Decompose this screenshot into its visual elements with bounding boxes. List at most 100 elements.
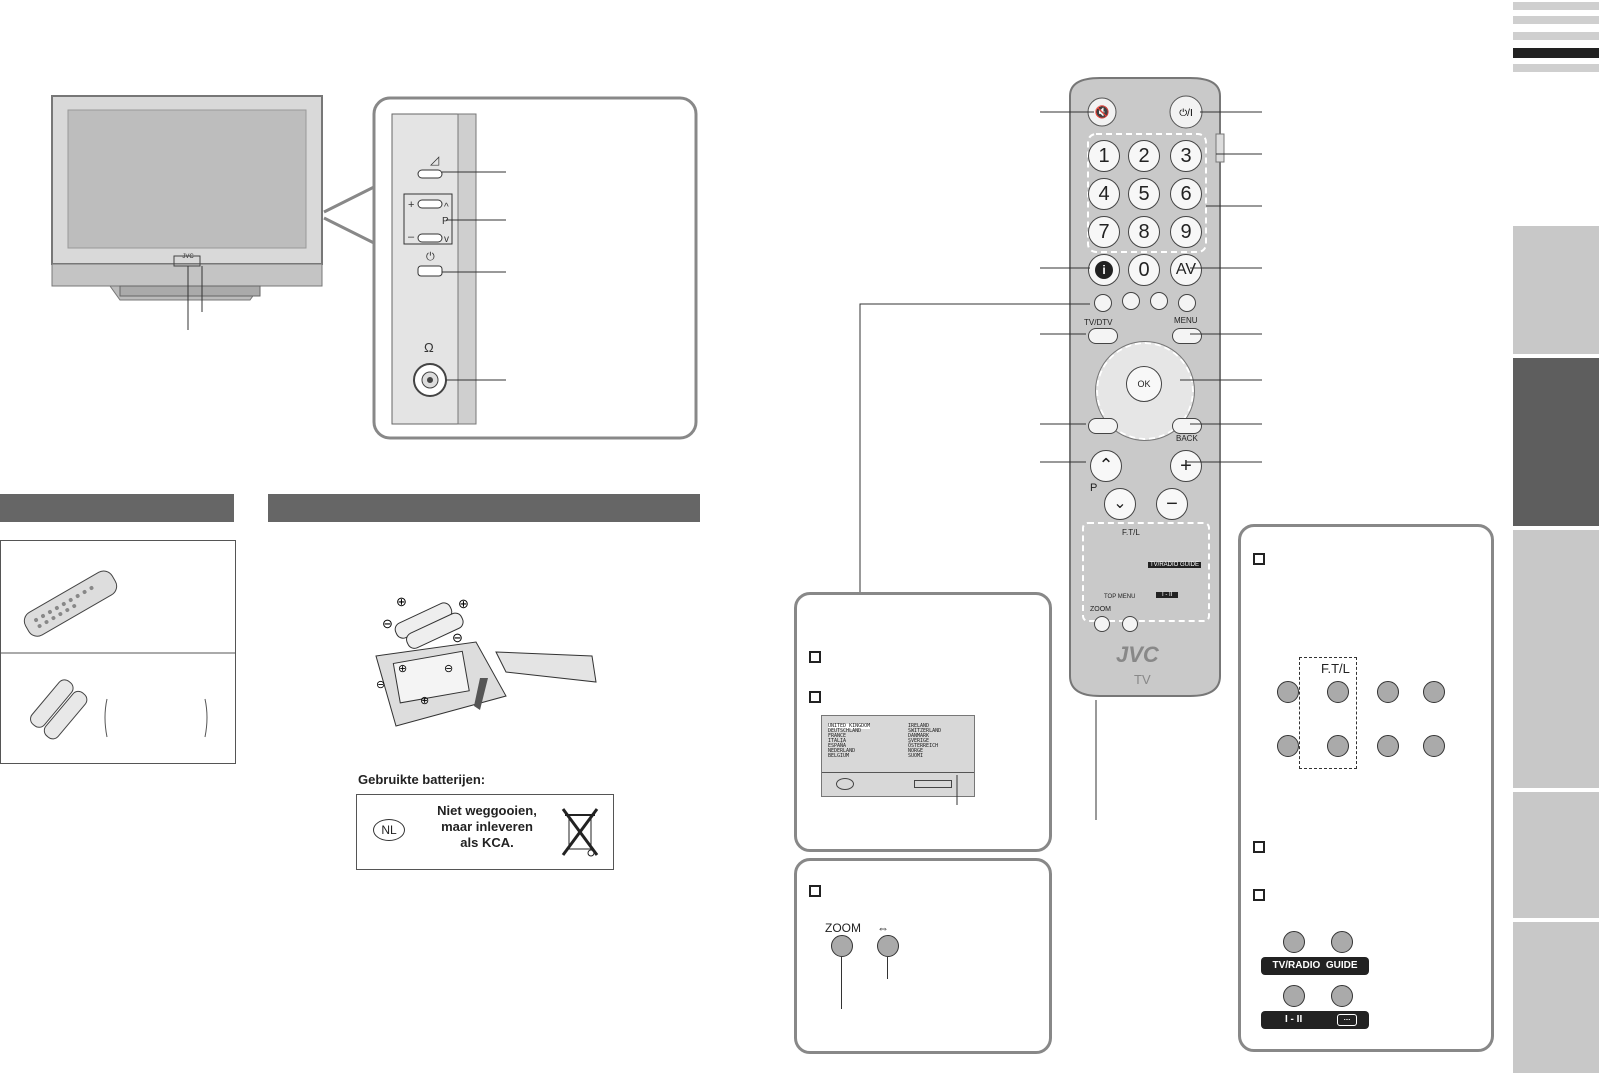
ok-button[interactable]: OK: [1126, 366, 1162, 402]
checkbox-icon: [1253, 841, 1265, 853]
function-block: [1082, 522, 1210, 622]
svg-text:⊖: ⊖: [376, 679, 385, 691]
svg-text:🔇: 🔇: [1095, 105, 1110, 119]
zoom-button[interactable]: [1094, 616, 1110, 632]
dtv-ff-button[interactable]: [1331, 931, 1353, 953]
battery-note-box: NL Niet weggooien, maar inleveren als KC…: [356, 794, 614, 870]
dtv-pause-button[interactable]: [1331, 985, 1353, 1007]
dtv-play-button[interactable]: [1283, 931, 1305, 953]
page-down-button[interactable]: [1277, 735, 1299, 757]
digit-3-button[interactable]: 3: [1170, 140, 1202, 172]
digit-0-button[interactable]: 0: [1128, 254, 1160, 286]
chapter-tab-4[interactable]: [1513, 792, 1599, 918]
remote-accessory-icon: [23, 570, 118, 637]
aspect-button[interactable]: [1122, 616, 1138, 632]
remote-brand-logo: JVC: [1116, 642, 1159, 667]
digit-9-button[interactable]: 9: [1170, 216, 1202, 248]
color-key-strip: [914, 780, 952, 788]
page-index-marks: [1513, 0, 1599, 74]
remote-model-label: TV: [1134, 672, 1151, 687]
digit-4-button[interactable]: 4: [1088, 178, 1120, 210]
back-label: BACK: [1176, 434, 1198, 443]
page-up-button[interactable]: [1277, 681, 1299, 703]
p-up-button[interactable]: ⌃: [1090, 450, 1122, 482]
svg-text:P: P: [442, 216, 449, 227]
digit-2-button[interactable]: 2: [1128, 140, 1160, 172]
p-label: P: [1090, 482, 1098, 494]
stop-button[interactable]: [1377, 735, 1399, 757]
i-ii-label: I - II: [1156, 592, 1179, 598]
info-button[interactable]: i: [1088, 254, 1120, 286]
country-list-left: UNITED KINGDOM DEUTSCHLAND FRANCE ITALIA…: [828, 723, 871, 759]
svg-text:⊖: ⊖: [444, 663, 453, 675]
ftl-panel-label: F.T/L: [1321, 661, 1350, 676]
tv-illustration: JVC: [40, 90, 340, 340]
svg-text:⏻/I: ⏻/I: [1179, 108, 1192, 119]
country-badge: NL: [373, 819, 405, 841]
top-menu-label: TOP MENU: [1104, 594, 1136, 600]
red-button[interactable]: [1094, 294, 1112, 312]
av-button[interactable]: AV: [1170, 254, 1202, 286]
aspect-icon: ⇔: [877, 921, 889, 935]
digit-7-button[interactable]: 7: [1088, 216, 1120, 248]
digit-8-button[interactable]: 8: [1128, 216, 1160, 248]
svg-text:⊕: ⊕: [420, 695, 429, 707]
record-button[interactable]: [1327, 735, 1349, 757]
aspect-panel-button[interactable]: [877, 935, 899, 957]
chapter-tab-2-active[interactable]: [1513, 358, 1599, 526]
svg-text:⊕: ⊕: [396, 594, 407, 609]
svg-text:⊕: ⊕: [398, 663, 407, 675]
subtitle-icon: ....: [1337, 1014, 1357, 1026]
digit-1-button[interactable]: 1: [1088, 140, 1120, 172]
ftl-label: F.T/L: [1122, 528, 1140, 537]
battery-note-heading: Gebruikte batterijen:: [358, 772, 486, 787]
digit-5-button[interactable]: 5: [1128, 178, 1160, 210]
svg-text:⊖: ⊖: [452, 630, 463, 645]
vol-down-button[interactable]: −: [1156, 488, 1188, 520]
tv-dtv-button[interactable]: [1088, 328, 1118, 344]
country-list-right: IRELAND SWITZERLAND DANMARK SVERIGE ÖSTE…: [908, 723, 942, 759]
crossed-bin-icon: [561, 808, 599, 857]
tv-side-panel-callout: ◿ + ^ P – v ⏻ Ω: [320, 96, 700, 442]
zoom-panel: ZOOM ⇔: [794, 858, 1052, 1054]
vol-up-button[interactable]: +: [1170, 450, 1202, 482]
chapter-tab-1[interactable]: [1513, 226, 1599, 354]
info-icon: i: [1095, 261, 1113, 279]
p-down-button[interactable]: ⌄: [1104, 488, 1136, 520]
accessories-table: [0, 540, 236, 764]
svg-text:⏻: ⏻: [426, 251, 435, 263]
checkbox-icon: [809, 885, 821, 897]
battery-note-text: Niet weggooien, maar inleveren als KCA.: [437, 803, 537, 850]
nav-hint-icon: [836, 778, 854, 790]
section-bar-accessories: [0, 494, 234, 522]
battery-insertion-illustration: ⊕ ⊕ ⊖ ⊖ ⊕ ⊖ ⊖ ⊕: [356, 586, 606, 736]
yellow-button[interactable]: [1150, 292, 1168, 310]
chapter-tab-5[interactable]: [1513, 922, 1599, 1073]
play-button[interactable]: [1377, 681, 1399, 703]
fast-forward-button[interactable]: [1423, 681, 1445, 703]
digit-6-button[interactable]: 6: [1170, 178, 1202, 210]
text-button[interactable]: [1088, 418, 1118, 434]
svg-text:◿: ◿: [430, 153, 440, 167]
back-button[interactable]: [1172, 418, 1202, 434]
country-menu-screen: UNITED KINGDOM DEUTSCHLAND FRANCE ITALIA…: [821, 715, 975, 797]
svg-text:⊕: ⊕: [458, 596, 469, 611]
pause-button[interactable]: [1423, 735, 1445, 757]
svg-text:⊖: ⊖: [382, 616, 393, 631]
menu-button[interactable]: [1172, 328, 1202, 344]
digit-keypad: 1 2 3 4 5 6 7 8 9 i 0 AV TV/DTV MENU OK …: [1060, 76, 1230, 700]
dtv-stop-button[interactable]: [1283, 985, 1305, 1007]
blue-button[interactable]: [1178, 294, 1196, 312]
rewind-button[interactable]: [1327, 681, 1349, 703]
checkbox-icon: [809, 651, 821, 663]
checkbox-icon: [809, 691, 821, 703]
chapter-tab-3[interactable]: [1513, 530, 1599, 788]
zoom-panel-button[interactable]: [831, 935, 853, 957]
checkbox-icon: [1253, 889, 1265, 901]
svg-text:+: +: [408, 199, 414, 211]
green-button[interactable]: [1122, 292, 1140, 310]
section-bar-batteries: [268, 494, 700, 522]
menu-label: MENU: [1174, 316, 1198, 325]
checkbox-icon: [1253, 553, 1265, 565]
svg-text:^: ^: [444, 202, 449, 213]
